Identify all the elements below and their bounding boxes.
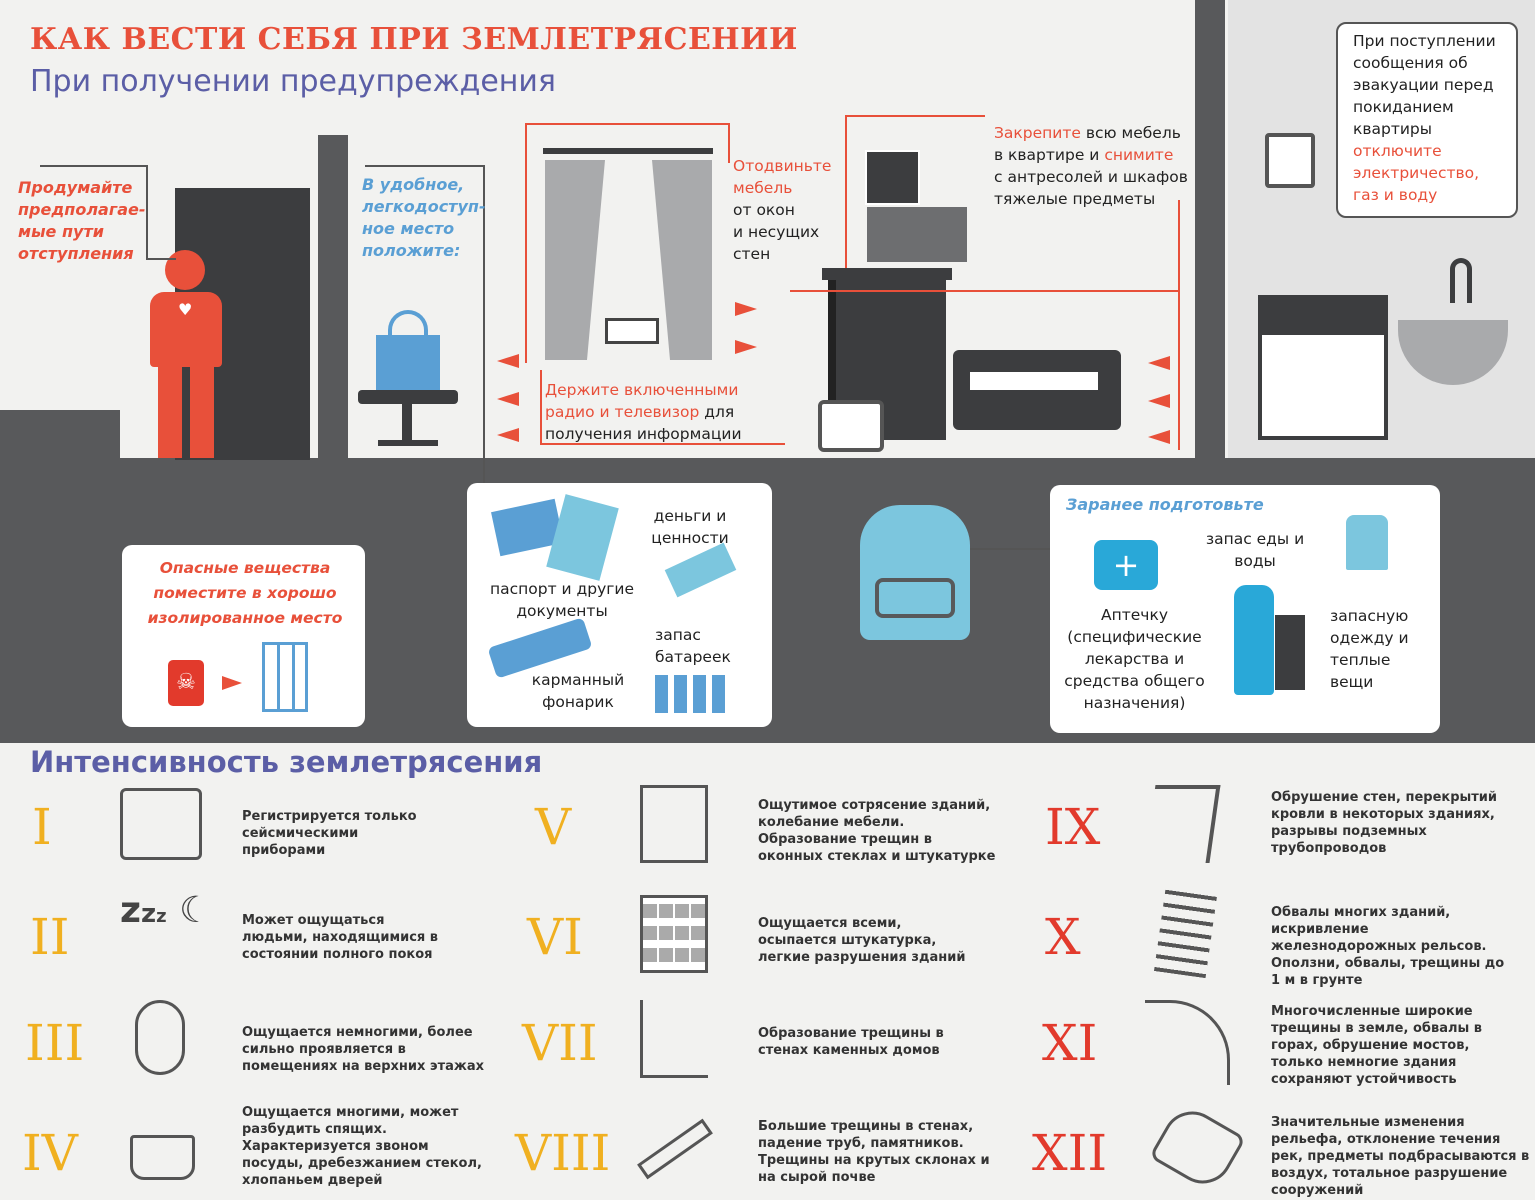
food-can-icon — [1275, 615, 1305, 690]
tv-icon — [818, 400, 884, 452]
level-roman: V — [535, 798, 572, 856]
level-description: Образование трещины в стенах каменных до… — [758, 1026, 944, 1058]
cracked-wall-icon — [640, 1000, 708, 1078]
caged-poison-icon — [262, 642, 308, 712]
sleep-icon: zzz ☾ — [120, 890, 212, 931]
dangerous-substances-box — [122, 545, 365, 727]
level-description: Обрушение стен, перекрытий кровли в неко… — [1271, 790, 1498, 856]
level-roman: III — [25, 1014, 85, 1072]
level-roman: XI — [1042, 1014, 1098, 1072]
first-aid-text: Аптечку (специфические лекарства и средс… — [1064, 606, 1205, 712]
level-description: Ощущается многими, может разбудить спящи… — [242, 1105, 482, 1188]
passport-text: паспорт и другие документы — [489, 580, 635, 620]
person-head — [165, 250, 205, 290]
wall — [318, 135, 348, 460]
bent-rails-icon — [1153, 881, 1219, 979]
poison-bottle-icon: ☠ — [168, 660, 204, 706]
prepare-title: Заранее подготовьте — [1066, 495, 1264, 514]
level-roman: I — [32, 798, 52, 856]
seismograph-icon — [120, 788, 202, 860]
level-roman: VI — [527, 908, 583, 966]
level-description: Ощущается всеми, осыпается штукатурка, л… — [758, 916, 966, 965]
level-description: Большие трещины в стенах, падение труб, … — [758, 1119, 990, 1185]
staircase — [0, 410, 120, 600]
curtain-rod — [543, 148, 713, 154]
convenient-place-text: В удобное, легкодоступ-ное место положит… — [362, 175, 486, 260]
falling-pipe-icon — [637, 1118, 713, 1180]
level-roman: IX — [1045, 798, 1101, 856]
person-vibration-icon — [135, 1000, 185, 1075]
level-description: Обвалы многих зданий, искривление железн… — [1271, 905, 1505, 988]
total-destruction-icon — [1148, 1100, 1247, 1195]
rockfall-icon — [1145, 1000, 1230, 1085]
level-roman: IV — [22, 1124, 78, 1182]
food-water-text: запас еды и воды — [1205, 530, 1305, 570]
radio-icon — [605, 318, 659, 344]
first-aid-icon: + — [1094, 540, 1158, 590]
escape-routes-text: Продумайте предполагае-мые пути отступле… — [18, 178, 146, 263]
curtain-right — [652, 160, 712, 360]
level-roman: VIII — [515, 1124, 611, 1182]
dangerous-substances-text: Опасные вещества поместите в хорошо изол… — [147, 559, 343, 627]
level-description: Ощущается немногими, более сильно проявл… — [242, 1025, 485, 1074]
clothes-text: запасную одежду и теплые вещи — [1330, 607, 1409, 691]
level-roman: VII — [522, 1014, 598, 1072]
level-description: Ощутимое сотрясение зданий, колебание ме… — [758, 798, 996, 864]
cracked-window-icon — [640, 785, 708, 863]
box-on-wardrobe — [865, 150, 920, 205]
level-description: Значительные изменения рельефа, отклонен… — [1271, 1115, 1530, 1198]
curtain-left — [545, 160, 605, 360]
level-roman: II — [30, 908, 70, 966]
level-roman: X — [1045, 908, 1081, 966]
page-subtitle: При получении предупреждения — [30, 64, 556, 99]
rattling-pot-icon — [130, 1135, 195, 1180]
electrical-panel-icon — [1265, 133, 1315, 188]
collapsing-wall-icon — [1144, 785, 1221, 863]
intensity-title: Интенсивность землетрясения — [30, 745, 543, 779]
level-description: Может ощущаться людьми, находящимися в с… — [242, 913, 439, 962]
money-text: деньги и ценности — [651, 507, 729, 547]
chair-icon — [358, 390, 458, 404]
batteries-text: запас батареек — [655, 626, 731, 666]
bag-icon — [376, 335, 440, 390]
heart-icon: ♥ — [178, 300, 193, 319]
backpack-icon — [860, 505, 970, 640]
faucet-icon — [1450, 258, 1472, 303]
level-description: Многочисленные широкие трещины в земле, … — [1271, 1004, 1482, 1087]
flashlight-text: карманный фонарик — [531, 671, 625, 711]
sofa-icon — [953, 350, 1121, 430]
page-title: КАК ВЕСТИ СЕБЯ ПРИ ЗЕМЛЕТРЯСЕНИИ — [30, 22, 798, 57]
water-bottle-icon — [1234, 585, 1274, 695]
level-roman: XII — [1032, 1124, 1108, 1182]
clothes-icon — [1346, 515, 1388, 570]
person-body — [150, 292, 222, 367]
batteries-icon — [655, 675, 725, 713]
evacuation-callout — [1336, 22, 1518, 218]
pipe — [1195, 0, 1225, 460]
level-description: Регистрируется только сейсмическими приб… — [242, 809, 417, 858]
damaged-building-icon — [640, 895, 708, 973]
